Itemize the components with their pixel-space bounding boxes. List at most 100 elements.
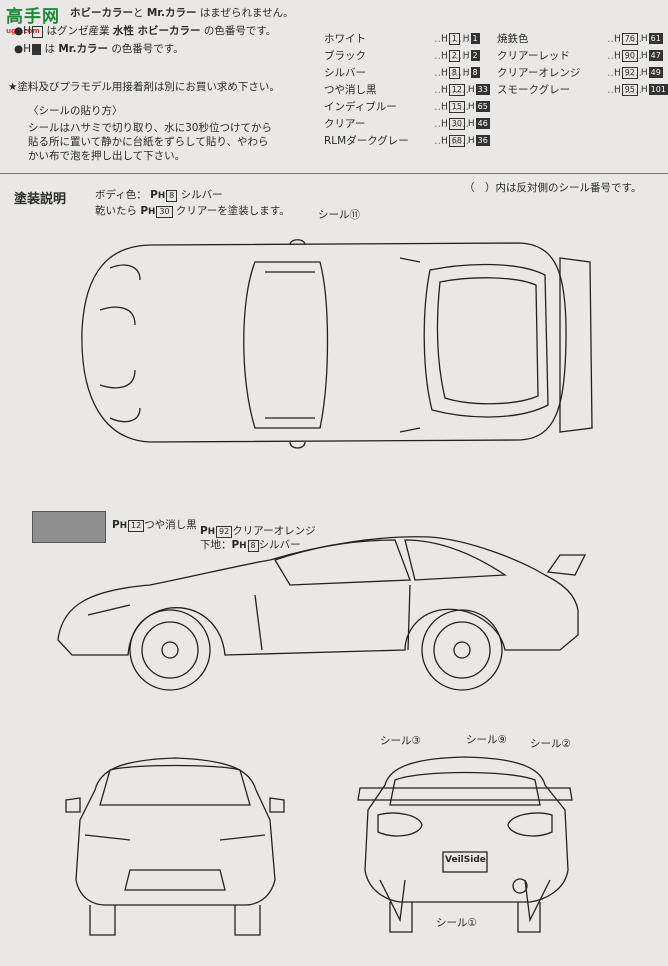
header-line2-mid: はグンゼ産業	[46, 25, 110, 37]
mr-code: 33	[475, 84, 490, 95]
label-seal3: シール③	[380, 735, 421, 747]
hobby-code: 15	[448, 101, 465, 113]
label-seal11: シール⑪	[318, 209, 360, 221]
bullet-h-filled: ●H	[14, 43, 32, 55]
sticker-line1: シールはハサミで切り取り、水に30秒位つけてから	[28, 122, 272, 134]
filled-box	[32, 44, 42, 55]
mr-code: 46	[475, 118, 490, 129]
mr-code: 1	[470, 33, 480, 44]
label-seal1: シール①	[436, 917, 477, 929]
color-name: クリアーレッド	[497, 50, 570, 62]
divider-top	[0, 173, 668, 174]
hobby-code: 68	[448, 135, 465, 147]
color-name: クリアー	[324, 118, 366, 130]
hobby-code: 90	[621, 50, 638, 62]
brand-mr-color-2: Mr.カラー	[58, 43, 108, 55]
mr-code: 61	[648, 33, 663, 44]
car-rear-view	[357, 756, 573, 933]
sticker-line2: 貼る所に置いて静かに台紙をずらして貼り、やわら	[28, 136, 269, 148]
color-name: 焼鉄色	[497, 33, 529, 45]
mr-code: 36	[475, 135, 490, 146]
bullet-h: ●H	[14, 25, 32, 37]
sticker-line3: かい布で泡を押し出して下さい。	[28, 150, 186, 162]
color-name: RLMダークグレー	[324, 135, 409, 147]
clear-orange-name: クリアーオレンジ	[232, 525, 316, 537]
matte-black-name: つや消し黒	[144, 519, 197, 531]
leader-dots: ‥‥‥‥‥	[434, 84, 470, 96]
section-title: 塗装説明	[14, 192, 67, 207]
mr-code: 47	[648, 50, 663, 61]
mr-code: 49	[648, 67, 663, 78]
color-name: ブラック	[324, 50, 366, 62]
hobby-code: 95	[621, 84, 638, 96]
site-logo: 高手网 ugo.com	[6, 2, 68, 35]
header-line2-tail: の色番号です。	[203, 25, 277, 37]
hobby-code: 12	[448, 84, 465, 96]
header-line3-mid: は	[44, 43, 56, 55]
clear-code: 30	[156, 206, 173, 218]
color-name: シルバー	[324, 67, 366, 79]
header-line3-tail: の色番号です。	[111, 43, 184, 55]
base-code: 8	[247, 540, 259, 552]
color-name: クリアーオレンジ	[497, 67, 581, 79]
label-seal2: シール②	[530, 738, 571, 750]
car-front-view	[65, 757, 285, 936]
matte-black-swatch	[32, 511, 106, 543]
clear-orange-code: 92	[216, 526, 233, 538]
color-name: つや消し黒	[324, 84, 377, 96]
base-prefix: 下地：	[200, 539, 232, 551]
car-top-view	[81, 239, 593, 449]
base-name: シルバー	[258, 539, 301, 551]
note-star: ★塗料及びプラモデル用接着剤は別にお買い求め下さい。	[8, 81, 280, 93]
logo-text: 高手网	[6, 7, 60, 27]
hobby-code: 1	[448, 33, 460, 45]
note-right: （ ）内は反対側のシール番号です。	[464, 182, 642, 194]
mr-code: 65	[475, 101, 490, 112]
leader-dots: ‥‥‥‥‥	[434, 67, 470, 79]
header-line3: ●H は Mr.カラー の色番号です。	[14, 44, 184, 55]
header-line1: ホビーカラーと Mr.カラー はまぜられません。	[70, 7, 294, 19]
color-name: スモークグレー	[497, 84, 571, 96]
header-line1-tail: はまぜられません。	[199, 7, 294, 19]
hobby-code: 92	[621, 67, 638, 79]
hobby-code: 30	[448, 118, 465, 130]
car-side-view	[57, 536, 587, 691]
sticker-title: 〈シールの貼り方〉	[28, 105, 123, 117]
clear-name: クリアーを塗装します。	[175, 205, 290, 217]
brand-hobby-color: ホビーカラー	[70, 7, 133, 19]
label-seal9: シール⑨	[466, 734, 507, 746]
leader-dots: ‥‥‥‥‥	[434, 101, 470, 113]
hobby-code: 2	[448, 50, 460, 62]
logo-subtext: ugo.com	[6, 27, 40, 35]
leader-dots: ‥‥‥‥‥	[607, 33, 643, 45]
leader-dots: ‥‥‥‥‥	[434, 50, 470, 62]
matte-black-code: 12	[128, 520, 145, 532]
brand-aqueous: 水性 ホビーカラー	[112, 25, 201, 37]
license-plate-text: VeilSide	[445, 855, 486, 865]
body-color-label: ボディ色：	[95, 189, 151, 201]
leader-dots: ‥‥‥‥‥	[434, 135, 470, 147]
color-name: インディブルー	[324, 101, 397, 113]
empty-box	[32, 26, 44, 38]
leader-dots: ‥‥‥‥‥	[607, 84, 643, 96]
leader-dots: ‥‥‥‥‥	[607, 67, 643, 79]
brand-mr-color: Mr.カラー	[146, 7, 197, 19]
header-line2: ●H はグンゼ産業 水性 ホビーカラー の色番号です。	[14, 26, 276, 38]
hobby-code: 8	[448, 67, 460, 79]
body-color-name: シルバー	[180, 189, 223, 201]
mr-code: 2	[470, 50, 480, 61]
